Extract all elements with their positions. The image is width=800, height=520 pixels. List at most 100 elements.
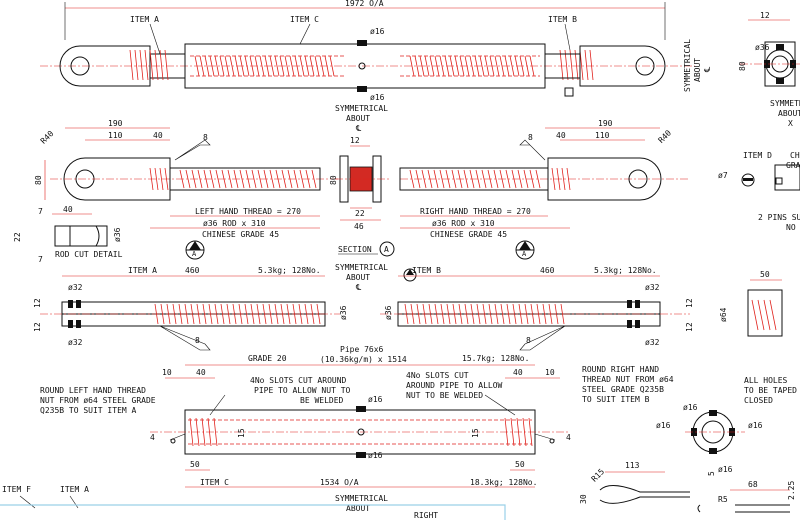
phi36-cut: ø36 <box>113 227 122 242</box>
dim-15-right: 15 <box>471 428 480 438</box>
dim-190-left: 190 <box>108 119 123 128</box>
phi36-end: ø36 <box>755 43 770 52</box>
marker-a-left: A <box>192 250 197 258</box>
item-a-bottom: ITEM A <box>60 485 89 494</box>
slots-right-3: NUT TO BE WELDED <box>406 391 483 400</box>
item-c-pipe: Pipe 76x6 (10.36kg/m) x 1514 GRADE 20 15… <box>40 345 674 520</box>
phi36-a: ø36 <box>339 305 348 320</box>
overall-length-label: 1972 O/A <box>345 0 384 8</box>
nut-right-3: STEEL GRADE Q235B <box>582 385 664 394</box>
mass-a: 5.3kg; 128No. <box>258 266 321 275</box>
mass-c: 15.7kg; 128No. <box>462 354 529 363</box>
split-pin-detail: 113 R15 30 5 68 R5 2.25 <box>579 461 796 513</box>
item-a-side: ITEM A 460 5.3kg; 128No. ø32 ø32 12 12 ø… <box>33 266 348 351</box>
dim-4-left: 4 <box>150 433 155 442</box>
grade20-label: GRADE 20 <box>248 354 287 363</box>
sym-right-1: SYMMETRICAL <box>683 39 692 92</box>
section-markers: A A <box>185 240 535 282</box>
dim-12-b-bottom: 12 <box>685 322 694 332</box>
dim-7-cut-bottom: 7 <box>38 255 43 264</box>
dim-40-pipe-left: 40 <box>196 368 206 377</box>
dim-22-section: 22 <box>355 209 365 218</box>
sym-top-2: ABOUT <box>346 114 370 123</box>
phi32-a-bottom: ø32 <box>68 338 83 347</box>
sym-right-3: ℄ <box>703 66 712 73</box>
dim-40-right: 40 <box>556 131 566 140</box>
len-c: 1534 O/A <box>320 478 359 487</box>
sym-top-1: SYMMETRICAL <box>335 104 388 113</box>
sym-sec-1: SYMMETRICAL <box>335 263 388 272</box>
grad-label: GRAD <box>786 161 800 170</box>
nut-right-1: ROUND RIGHT HAND <box>582 365 659 374</box>
marker-a-right: A <box>522 250 527 258</box>
section-view: 12 80 22 46 SECTION A SYMMETRICAL ABOUT … <box>329 136 395 292</box>
rod-right-detail: 190 110 40 8 R40 RIGHT HAND THREAD = 270… <box>399 119 690 239</box>
rod-spec-left: ø36 ROD x 310 <box>203 219 266 228</box>
phi36-b: ø36 <box>384 305 393 320</box>
item-b-side: ITEM B 460 5.3kg; 128No. ø32 ø32 ø36 12 … <box>380 266 694 351</box>
r15-label: R15 <box>590 467 607 484</box>
sym-bot-1: SYMMETRICAL <box>335 494 388 503</box>
dim-50-nut: 50 <box>760 270 770 279</box>
dim-50-pipe-left: 50 <box>190 460 200 469</box>
phi16-bottom: ø16 <box>370 93 385 102</box>
dim-8-right: 8 <box>528 133 533 142</box>
dim-5-pin: 5 <box>707 471 716 476</box>
item-a-side-label: ITEM A <box>128 266 157 275</box>
dim-460-left: 460 <box>185 266 200 275</box>
dim-15-left: 15 <box>237 428 246 438</box>
nut-right-2: THREAD NUT FROM ø64 <box>582 375 674 384</box>
dim-12-section: 12 <box>350 136 360 145</box>
dim-40-pipe-right: 40 <box>513 368 523 377</box>
dim-80-section: 80 <box>329 175 338 185</box>
dim-225: 2.25 <box>787 481 796 500</box>
dim-12-top-right: 12 <box>760 11 770 20</box>
item-d-detail: ITEM D ø7 CH GRAD 2 PINS SU NO <box>718 151 800 232</box>
nut-right-4: TO SUIT ITEM B <box>582 395 650 404</box>
phi16-end-d: ø16 <box>718 465 733 474</box>
dim-12-b-top: 12 <box>685 298 694 308</box>
dim-10-right: 10 <box>545 368 555 377</box>
grade45-right: CHINESE GRADE 45 <box>430 230 507 239</box>
dim-7-cut-top: 7 <box>38 207 43 216</box>
item-b-side-label: ITEM B <box>412 266 441 275</box>
sym-top-3: ℄ <box>355 124 362 133</box>
phi64-nut: ø64 <box>719 307 728 322</box>
slots-right-1: 4No SLOTS CUT <box>406 371 469 380</box>
section-a-letter: A <box>384 245 389 254</box>
pins-2: NO <box>786 223 796 232</box>
ch-label: CH <box>790 151 800 160</box>
right-word: RIGHT <box>414 511 438 520</box>
section-label: SECTION <box>338 245 372 254</box>
dim-12-a-top: 12 <box>33 298 42 308</box>
nut-left-3: Q235B TO SUIT ITEM A <box>40 406 137 415</box>
item-f-label: ITEM F <box>2 485 31 494</box>
right-thread-label: RIGHT HAND THREAD = 270 <box>420 207 531 216</box>
grade45-left: CHINESE GRADE 45 <box>202 230 279 239</box>
dim-40-cut: 40 <box>63 205 73 214</box>
top-assembly: 1972 O/A ITEM A ITEM C IT <box>40 0 712 133</box>
pipe-spec-1: Pipe 76x6 <box>340 345 384 354</box>
holes-3: CLOSED <box>744 396 773 405</box>
r40-right: R40 <box>657 128 674 145</box>
holes-2: TO BE TAPED <box>744 386 797 395</box>
left-thread-label: LEFT HAND THREAD = 270 <box>195 207 301 216</box>
phi16-end-c: ø16 <box>748 421 763 430</box>
phi16-end-b: ø16 <box>656 421 671 430</box>
pipe-spec-2: (10.36kg/m) x 1514 <box>320 355 407 364</box>
dim-68: 68 <box>748 480 758 489</box>
pipe-end-view: ø16 ø16 ø16 ø16 ALL HOLES TO BE TAPED CL… <box>656 376 797 474</box>
sym-end-2: ABOUT <box>778 109 800 118</box>
item-c-label: ITEM C <box>290 15 319 24</box>
sym-end-1: SYMMETRICAL <box>770 99 800 108</box>
dim-8-a: 8 <box>195 336 200 345</box>
sym-right-2: ABOUT <box>693 58 702 82</box>
item-c-bottom: ITEM C <box>200 478 229 487</box>
nut-left-2: NUT FROM ø64 STEEL GRADE <box>40 396 156 405</box>
mass-b: 5.3kg; 128No. <box>594 266 657 275</box>
dim-8-b: 8 <box>526 336 531 345</box>
item-d-label: ITEM D <box>743 151 772 160</box>
dim-80-end: 80 <box>738 61 747 71</box>
rod-cut-detail: 40 7 7 22 ø36 ROD CUT DETAIL <box>13 205 123 264</box>
